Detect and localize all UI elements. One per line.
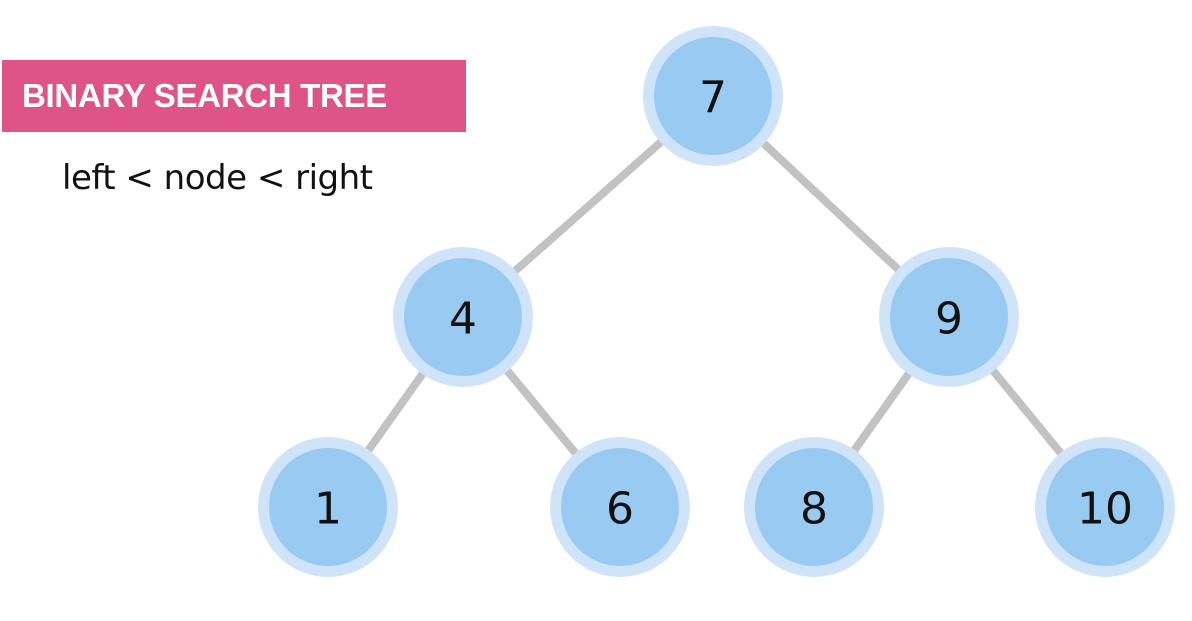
node-fill bbox=[1046, 448, 1164, 566]
tree-node: 9 bbox=[879, 247, 1019, 387]
node-label: 6 bbox=[606, 484, 634, 535]
node-label: 9 bbox=[935, 294, 963, 345]
nodes-layer: 7 4 9 1 6 8 10 bbox=[258, 26, 1175, 577]
tree-node: 6 bbox=[550, 437, 690, 577]
ordering-rule: left < node < right bbox=[62, 158, 373, 198]
node-label: 1 bbox=[314, 484, 342, 535]
tree-node: 8 bbox=[744, 437, 884, 577]
node-label: 7 bbox=[699, 73, 727, 124]
node-fill bbox=[269, 448, 387, 566]
title-banner: BINARY SEARCH TREE bbox=[2, 60, 466, 132]
node-fill bbox=[561, 448, 679, 566]
node-label: 4 bbox=[449, 294, 477, 345]
tree-node: 1 bbox=[258, 437, 398, 577]
node-label: 8 bbox=[800, 484, 828, 535]
node-fill bbox=[890, 258, 1008, 376]
tree-node: 10 bbox=[1035, 437, 1175, 577]
tree-node: 4 bbox=[393, 247, 533, 387]
node-fill bbox=[755, 448, 873, 566]
diagram-title: BINARY SEARCH TREE bbox=[22, 77, 387, 114]
node-fill bbox=[654, 37, 772, 155]
node-fill bbox=[404, 258, 522, 376]
node-label: 10 bbox=[1077, 484, 1133, 535]
tree-node: 7 bbox=[643, 26, 783, 166]
